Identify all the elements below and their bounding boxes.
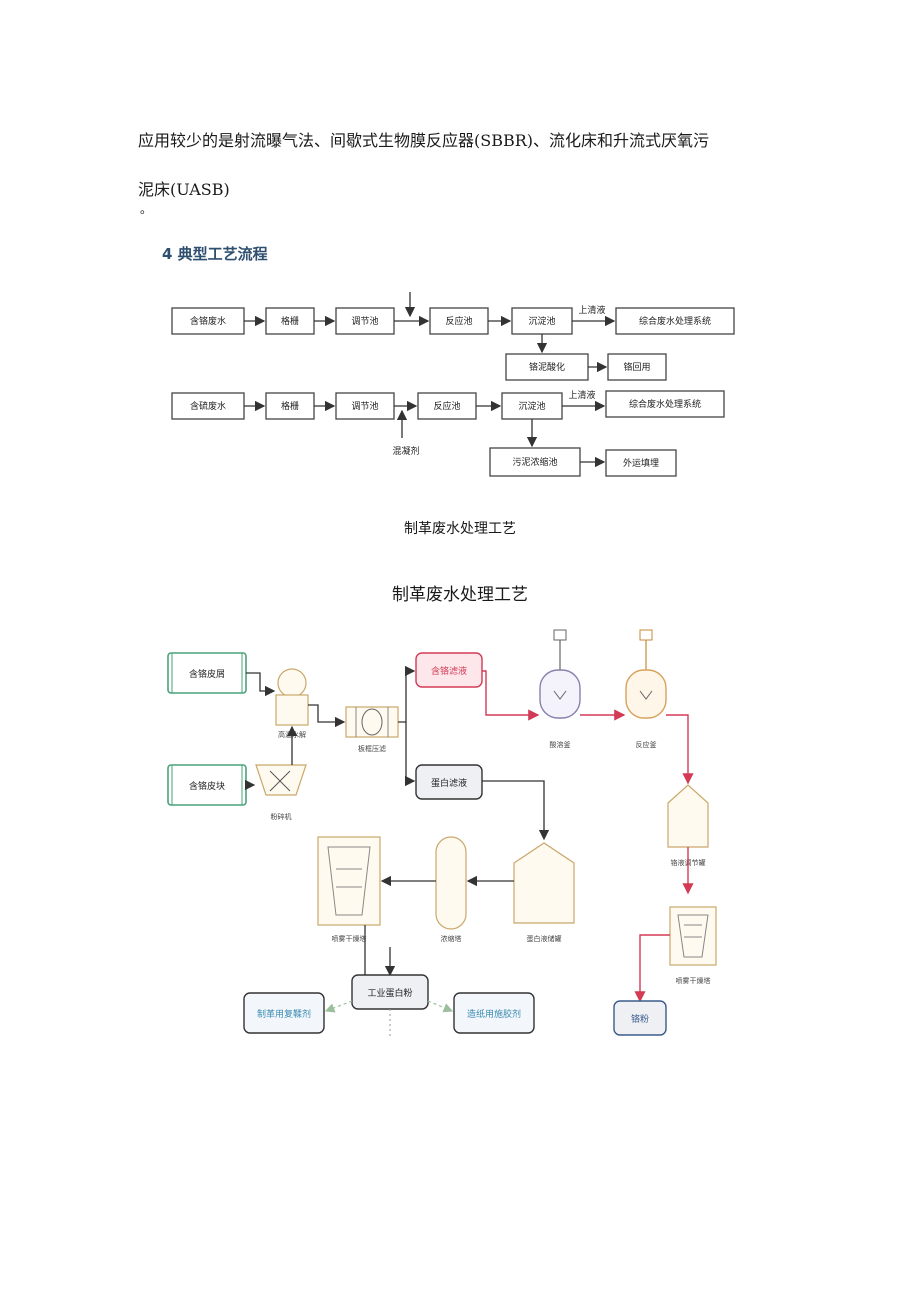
row1-sludge-box: 铬泥酸化 bbox=[505, 353, 589, 381]
row2-equalize-box: 调节池 bbox=[335, 392, 395, 420]
svg-text:调节池: 调节池 bbox=[351, 315, 378, 327]
flow-diagram-2: 含铬皮屑 含铬皮块 高温水解 粉碎机 板框压滤 含铬滤液 蛋白滤液 bbox=[167, 629, 717, 1037]
figure-caption-2: 制革废水处理工艺 bbox=[392, 585, 528, 605]
flow-diagram-1: 含铬废水 格栅 调节池 反应池 沉淀池 上清液 综合废水处理系统 铬泥酸化 铬回… bbox=[171, 292, 735, 477]
row1-supernatant-label: 上清液 bbox=[578, 304, 605, 316]
svg-text:含铬废水: 含铬废水 bbox=[190, 315, 226, 327]
svg-text:含铬皮屑: 含铬皮屑 bbox=[189, 668, 225, 680]
svg-text:沉淀池: 沉淀池 bbox=[528, 315, 555, 327]
svg-text:外运填埋: 外运填埋 bbox=[623, 457, 659, 469]
row1-equalize-box: 调节池 bbox=[335, 307, 395, 335]
row1-source-box: 含铬废水 bbox=[171, 307, 245, 335]
svg-text:格栅: 格栅 bbox=[281, 315, 299, 327]
paragraph-line-2: 泥床(UASB) bbox=[138, 180, 230, 199]
svg-text:酸溶釜: 酸溶釜 bbox=[550, 740, 571, 749]
row2-landfill-box: 外运填埋 bbox=[605, 449, 677, 477]
concentration-tower: 浓缩塔 bbox=[435, 836, 467, 943]
svg-text:蛋白滤液: 蛋白滤液 bbox=[431, 777, 467, 789]
figure-caption-1: 制革废水处理工艺 bbox=[404, 521, 516, 537]
protein-filtrate-box: 蛋白滤液 bbox=[415, 764, 483, 800]
spray-dryer-right: 喷雾干燥塔 bbox=[669, 906, 717, 985]
svg-text:板框压滤: 板框压滤 bbox=[358, 744, 386, 753]
acid-dissolution-tank: 酸溶釜 bbox=[539, 629, 581, 749]
svg-text:铬回用: 铬回用 bbox=[623, 361, 650, 373]
svg-text:造纸用施胶剂: 造纸用施胶剂 bbox=[467, 1008, 521, 1020]
svg-text:反应池: 反应池 bbox=[433, 400, 460, 412]
svg-text:格栅: 格栅 bbox=[281, 400, 299, 412]
crusher: 粉碎机 bbox=[255, 764, 307, 821]
svg-text:铬粉: 铬粉 bbox=[631, 1013, 649, 1025]
section-heading: 4 典型工艺流程 bbox=[162, 245, 268, 263]
row2-coagulant-label: 混凝剂 bbox=[392, 445, 419, 457]
svg-text:铬泥酸化: 铬泥酸化 bbox=[529, 361, 565, 373]
svg-text:蛋白液储罐: 蛋白液储罐 bbox=[527, 934, 562, 943]
svg-text:反应池: 反应池 bbox=[445, 315, 472, 327]
svg-text:含硫废水: 含硫废水 bbox=[190, 400, 226, 412]
plate-press-filter: 板框压滤 bbox=[345, 706, 399, 753]
svg-text:喷雾干燥塔: 喷雾干燥塔 bbox=[332, 934, 367, 943]
industrial-protein-powder-box: 工业蛋白粉 bbox=[351, 974, 429, 1010]
row2-source-box: 含硫废水 bbox=[171, 392, 245, 420]
paragraph-line-1: 应用较少的是射流曝气法、间歇式生物膜反应器(SBBR)、流化床和升流式厌氧污 bbox=[138, 131, 710, 150]
chrome-block-box: 含铬皮块 bbox=[167, 764, 247, 806]
protein-storage-tank: 蛋白液储罐 bbox=[513, 842, 575, 943]
svg-text:综合废水处理系统: 综合废水处理系统 bbox=[639, 315, 711, 327]
row2-react-box: 反应池 bbox=[417, 392, 477, 420]
row1-screen-box: 格栅 bbox=[265, 307, 315, 335]
row2-screen-box: 格栅 bbox=[265, 392, 315, 420]
svg-text:粉碎机: 粉碎机 bbox=[271, 812, 292, 821]
chrome-filtrate-box: 含铬滤液 bbox=[415, 652, 483, 688]
svg-text:工业蛋白粉: 工业蛋白粉 bbox=[367, 987, 412, 999]
retanning-agent-box: 制革用复鞣剂 bbox=[243, 992, 325, 1034]
row1-settle-box: 沉淀池 bbox=[511, 307, 573, 335]
row2-thicken-box: 污泥浓缩池 bbox=[489, 447, 581, 477]
row2-system-box: 综合废水处理系统 bbox=[605, 390, 725, 418]
svg-text:浓缩塔: 浓缩塔 bbox=[441, 934, 462, 943]
row2-supernatant-label: 上清液 bbox=[568, 389, 595, 401]
svg-text:含铬滤液: 含铬滤液 bbox=[431, 665, 467, 677]
row1-reuse-box: 铬回用 bbox=[607, 353, 667, 381]
svg-text:含铬皮块: 含铬皮块 bbox=[189, 780, 225, 792]
row2-settle-box: 沉淀池 bbox=[501, 392, 563, 420]
chrome-powder-box: 铬粉 bbox=[613, 1000, 667, 1036]
svg-text:沉淀池: 沉淀池 bbox=[518, 400, 545, 412]
svg-text:反应釜: 反应釜 bbox=[636, 740, 657, 749]
svg-text:喷雾干燥塔: 喷雾干燥塔 bbox=[676, 976, 711, 985]
svg-text:调节池: 调节池 bbox=[351, 400, 378, 412]
reactor: 反应釜 bbox=[625, 629, 667, 749]
chrome-scrap-box: 含铬皮屑 bbox=[167, 652, 247, 694]
svg-text:污泥浓缩池: 污泥浓缩池 bbox=[512, 456, 557, 468]
paragraph-line-3: 。 bbox=[140, 202, 153, 216]
svg-text:综合废水处理系统: 综合废水处理系统 bbox=[629, 398, 701, 410]
row1-system-box: 综合废水处理系统 bbox=[615, 307, 735, 335]
paper-sizing-agent-box: 造纸用施胶剂 bbox=[453, 992, 535, 1034]
svg-text:制革用复鞣剂: 制革用复鞣剂 bbox=[257, 1008, 311, 1020]
spray-dryer-left: 喷雾干燥塔 bbox=[317, 836, 381, 943]
row1-react-box: 反应池 bbox=[429, 307, 489, 335]
